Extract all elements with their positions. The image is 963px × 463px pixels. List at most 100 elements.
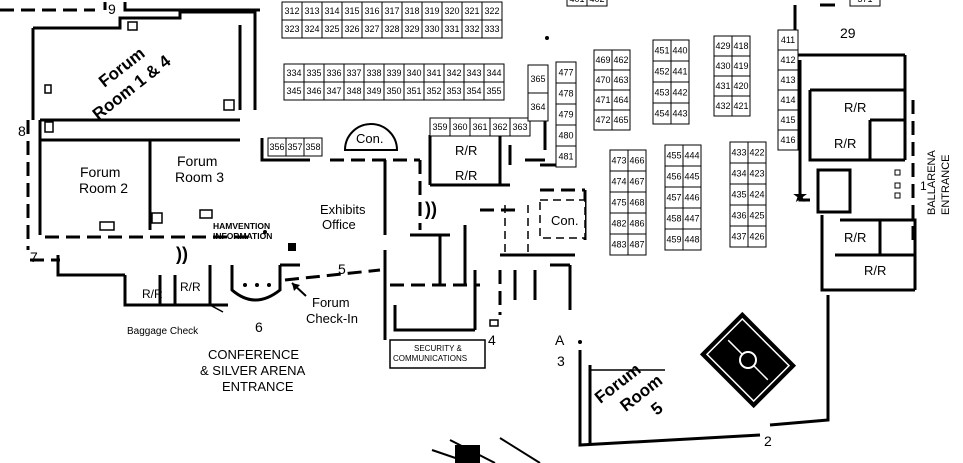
booth-430: 430 [713,55,733,77]
svg-text:327: 327 [364,24,379,34]
booth-316: 316 [361,1,383,21]
svg-text:364: 364 [530,102,545,112]
svg-text:345: 345 [286,86,301,96]
svg-text:486: 486 [629,219,644,229]
booth-325: 325 [321,19,343,39]
svg-text:459: 459 [666,235,681,245]
svg-text:443: 443 [672,109,687,119]
svg-text:332: 332 [464,24,479,34]
booth-456: 456 [664,165,684,188]
svg-text:320: 320 [444,6,459,16]
svg-text:340: 340 [406,68,421,78]
booth-422: 422 [747,141,767,164]
booth-353: 353 [443,81,465,101]
door-7: 7 [30,249,38,265]
booth-336: 336 [323,63,345,83]
svg-text:318: 318 [404,6,419,16]
booth-334: 334 [283,63,305,83]
svg-text:482: 482 [611,219,626,229]
svg-text:401: 401 [569,0,584,4]
booth-337: 337 [343,63,365,83]
booth-471: 471 [593,89,613,111]
door-29: 29 [840,25,856,41]
booth-328: 328 [381,19,403,39]
booth-326: 326 [341,19,363,39]
booth-466: 466 [627,149,647,172]
svg-text:432: 432 [715,101,730,111]
svg-text:458: 458 [666,214,681,224]
booth-483: 483 [609,233,629,256]
svg-text:325: 325 [324,24,339,34]
booth-415: 415 [777,109,799,131]
svg-text:433: 433 [731,148,746,158]
svg-text:315: 315 [344,6,359,16]
svg-text:359: 359 [432,122,447,132]
svg-text:430: 430 [715,61,730,71]
security-box [389,339,486,369]
booth-425: 425 [747,204,767,227]
booth-355: 355 [483,81,505,101]
svg-text:322: 322 [484,6,499,16]
svg-text:453: 453 [654,88,669,98]
svg-text:462: 462 [613,55,628,65]
arrl-logo [699,311,797,409]
door-9: 9 [108,1,116,17]
svg-text:471: 471 [595,95,610,105]
booth-358: 358 [303,137,323,157]
booth-447: 447 [682,207,702,230]
booth-465: 465 [611,109,631,131]
restroom-label-5: R/R [844,100,866,115]
booth-473: 473 [609,149,629,172]
svg-text:358: 358 [305,142,320,152]
svg-text:418: 418 [733,41,748,51]
svg-text:338: 338 [366,68,381,78]
svg-text:350: 350 [386,86,401,96]
svg-text:333: 333 [484,24,499,34]
conference-entrance-line2: & SILVER ARENA [200,363,306,378]
svg-text:313: 313 [304,6,319,16]
booth-445: 445 [682,165,702,188]
booth-354: 354 [463,81,485,101]
booth-323: 323 [281,19,303,39]
svg-text:411: 411 [781,35,795,45]
hamvention-info-line2: INFORMATION [213,231,272,241]
booth-420: 420 [731,75,751,97]
svg-text:354: 354 [466,86,481,96]
svg-text:371: 371 [857,0,872,4]
ballarena-line1: BALLARENA [926,150,938,215]
svg-text:452: 452 [654,67,669,77]
svg-text:463: 463 [613,75,628,85]
svg-text:487: 487 [629,240,644,250]
svg-text:475: 475 [611,198,626,208]
booth-341: 341 [423,63,445,83]
restroom-label-2: R/R [180,280,201,294]
booth-331: 331 [441,19,463,39]
booth-329: 329 [401,19,423,39]
star-icon: ★ [792,186,808,206]
svg-text:316: 316 [364,6,379,16]
svg-text:420: 420 [733,81,748,91]
booth-315: 315 [341,1,363,21]
booth-423: 423 [747,162,767,185]
booth-349: 349 [363,81,385,101]
svg-text:478: 478 [558,89,573,99]
forum-room-3-line1: Forum [177,153,217,169]
svg-text:425: 425 [749,211,764,221]
booth-458: 458 [664,207,684,230]
booth-437: 437 [729,225,749,248]
door-6: 6 [255,319,263,335]
booth-433: 433 [729,141,749,164]
booth-361: 361 [469,117,491,137]
svg-text:337: 337 [346,68,361,78]
booth-345: 345 [283,81,305,101]
svg-text:455: 455 [666,151,681,161]
booth-319: 319 [421,1,443,21]
booth-401: 401 [566,0,588,7]
svg-text:451: 451 [654,46,669,56]
booth-453: 453 [652,81,672,104]
svg-text:429: 429 [715,41,730,51]
booth-318: 318 [401,1,423,21]
svg-text:445: 445 [684,172,699,182]
booth-402: 402 [586,0,608,7]
door-5: 5 [338,261,346,277]
